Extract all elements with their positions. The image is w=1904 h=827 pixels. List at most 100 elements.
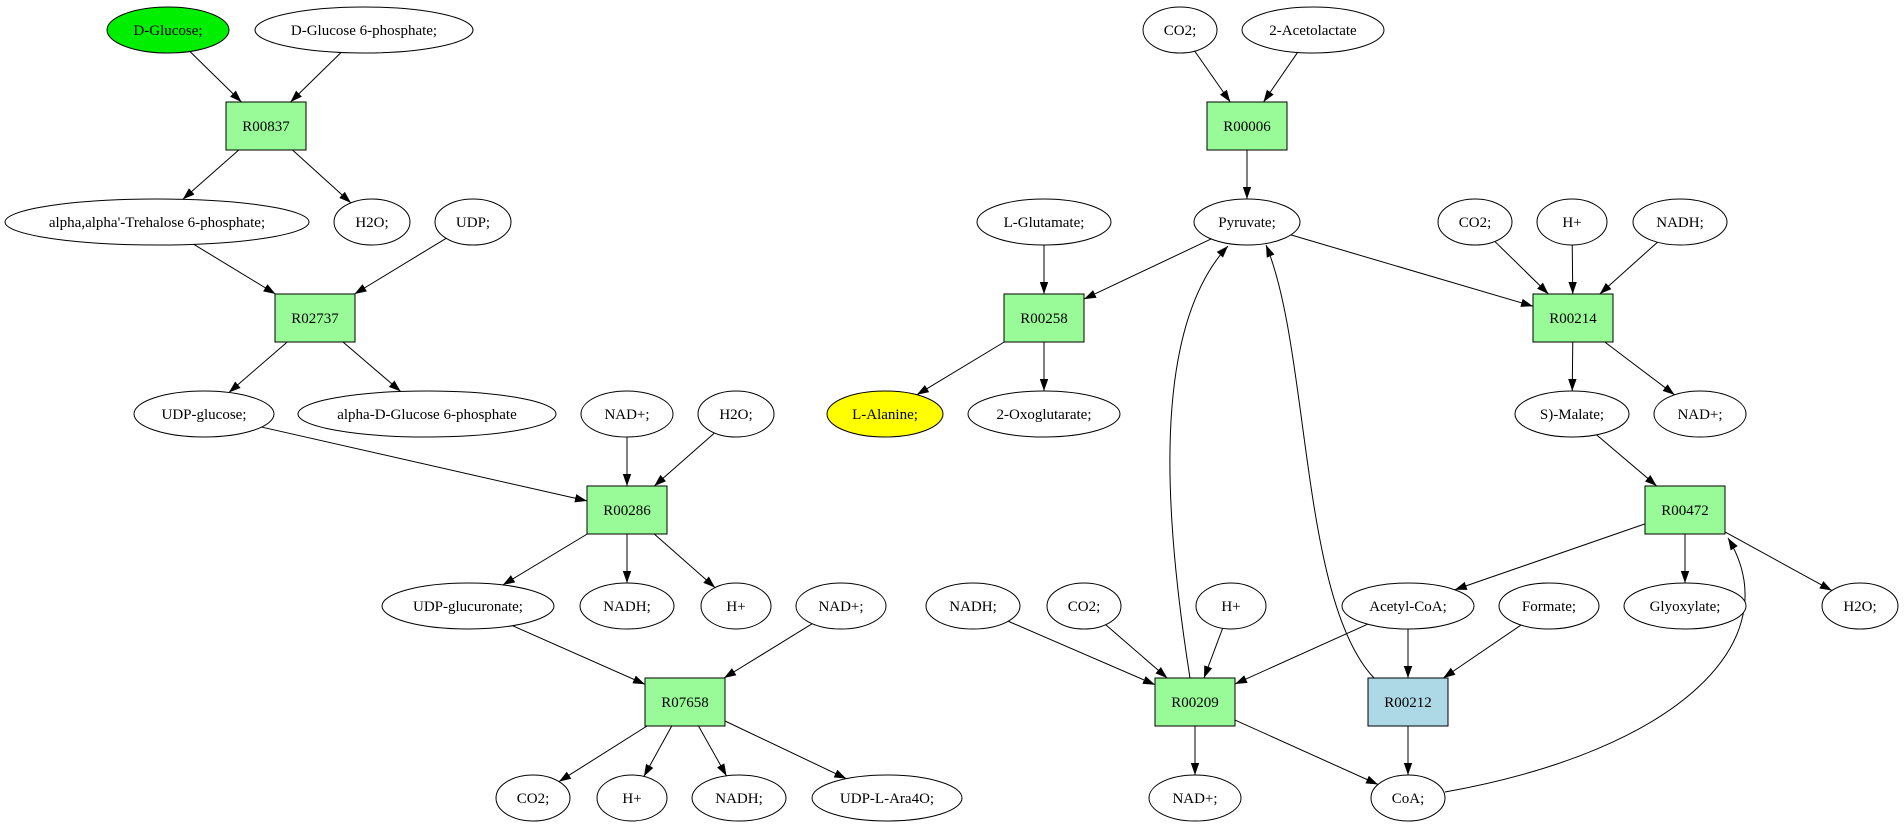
metabolite-node-h2o_a[interactable]: H2O;: [333, 198, 411, 246]
node-label: R02737: [291, 311, 339, 327]
metabolite-node-h2o_b[interactable]: H2O;: [697, 390, 775, 438]
edge-co2_d-to-R00209: [1105, 624, 1168, 679]
node-label: L-Glutamate;: [1004, 215, 1085, 231]
edge-R00286-to-udpgcu: [502, 533, 588, 586]
node-label: D-Glucose 6-phosphate;: [291, 23, 437, 39]
node-label: Pyruvate;: [1218, 215, 1276, 231]
node-label: H2O;: [355, 215, 388, 231]
edge-treh-to-R02737: [193, 243, 276, 295]
metabolite-node-accoa[interactable]: Acetyl-CoA;: [1341, 582, 1475, 630]
metabolite-node-adg6p[interactable]: alpha-D-Glucose 6-phosphate: [297, 390, 557, 438]
metabolite-ellipse: [1046, 582, 1122, 630]
metabolite-ellipse: [691, 774, 787, 822]
metabolite-node-smal[interactable]: S)-Malate;: [1514, 390, 1630, 438]
metabolite-node-udpglc[interactable]: UDP-glucose;: [133, 390, 275, 438]
reaction-node-R00006[interactable]: R00006: [1206, 101, 1288, 151]
reaction-node-R00214[interactable]: R00214: [1532, 293, 1614, 343]
reaction-node-R02737[interactable]: R02737: [274, 293, 356, 343]
edge-udpglc-to-R00286: [261, 426, 588, 503]
metabolite-node-hp_d[interactable]: H+: [1195, 582, 1267, 630]
reaction-node-R07658[interactable]: R07658: [644, 677, 726, 727]
edge-R07658-to-co2_a: [558, 725, 648, 783]
edge-pyr-to-R00258: [1083, 238, 1212, 300]
edge-R00472-to-accoa: [1454, 523, 1646, 591]
edge-accoa-to-R00209: [1234, 623, 1368, 685]
metabolite-ellipse: [976, 198, 1112, 246]
reaction-node-R00286[interactable]: R00286: [586, 485, 668, 535]
node-label: H+: [622, 791, 641, 807]
metabolite-ellipse: [381, 582, 555, 630]
edge-smal-to-R00472: [1596, 434, 1658, 487]
node-label: CoA;: [1392, 791, 1425, 807]
edge-R02737-to-adg6p: [342, 341, 402, 392]
metabolite-node-nadh_a[interactable]: NADH;: [579, 582, 675, 630]
reaction-box: [225, 101, 307, 151]
metabolite-node-dglc[interactable]: D-Glucose;: [106, 6, 230, 54]
metabolite-node-hp_b[interactable]: H+: [596, 774, 668, 822]
node-label: R00258: [1020, 311, 1068, 327]
node-label: R00214: [1549, 311, 1597, 327]
metabolite-node-oxoglu[interactable]: 2-Oxoglutarate;: [967, 390, 1121, 438]
metabolite-node-udp[interactable]: UDP;: [434, 198, 512, 246]
edge-hp_d-to-R00209: [1203, 628, 1224, 679]
reaction-node-R00209[interactable]: R00209: [1154, 677, 1236, 727]
metabolite-ellipse: [826, 390, 944, 438]
reaction-box: [1003, 293, 1085, 343]
reaction-node-R00258[interactable]: R00258: [1003, 293, 1085, 343]
metabolite-node-treh[interactable]: alpha,alpha'-Trehalose 6-phosphate;: [4, 198, 310, 246]
metabolite-ellipse: [795, 582, 887, 630]
node-label: NADH;: [1656, 215, 1704, 231]
node-label: S)-Malate;: [1540, 407, 1604, 423]
metabolite-node-co2_b[interactable]: CO2;: [1142, 6, 1218, 54]
node-label: R07658: [661, 695, 709, 711]
metabolite-node-nadp_d[interactable]: NAD+;: [1148, 774, 1242, 822]
edge-nadh_c-to-R00214: [1599, 241, 1658, 295]
node-label: CO2;: [1164, 23, 1197, 39]
edge-R07658-to-nadh_b: [698, 725, 727, 777]
metabolite-node-udpara[interactable]: UDP-L-Ara4O;: [811, 774, 963, 822]
metabolite-ellipse: [297, 390, 557, 438]
metabolite-node-nadp_a[interactable]: NAD+;: [580, 390, 674, 438]
edge-R00209-to-pyr: [1169, 245, 1229, 679]
metabolite-node-pyr[interactable]: Pyruvate;: [1193, 198, 1301, 246]
metabolite-node-co2_d[interactable]: CO2;: [1046, 582, 1122, 630]
metabolite-node-co2_c[interactable]: CO2;: [1437, 198, 1513, 246]
metabolite-node-lglu[interactable]: L-Glutamate;: [976, 198, 1112, 246]
edge-dg6p-to-R00837: [290, 52, 342, 103]
metabolite-node-nadp_c[interactable]: NAD+;: [1653, 390, 1747, 438]
metabolite-node-glyox[interactable]: Glyoxylate;: [1623, 582, 1747, 630]
node-label: UDP;: [456, 215, 490, 231]
metabolite-node-hp_c[interactable]: H+: [1536, 198, 1608, 246]
reaction-node-R00472[interactable]: R00472: [1644, 485, 1726, 535]
metabolite-node-nadh_d[interactable]: NADH;: [925, 582, 1021, 630]
node-label: NADH;: [715, 791, 763, 807]
metabolite-node-udpgcu[interactable]: UDP-glucuronate;: [381, 582, 555, 630]
metabolite-node-co2_a[interactable]: CO2;: [495, 774, 571, 822]
metabolite-node-nadh_c[interactable]: NADH;: [1632, 198, 1728, 246]
reaction-node-R00837[interactable]: R00837: [225, 101, 307, 151]
metabolite-node-nadp_b[interactable]: NAD+;: [795, 582, 887, 630]
metabolite-node-acetolac[interactable]: 2-Acetolactate: [1241, 6, 1385, 54]
metabolite-ellipse: [1821, 582, 1899, 630]
metabolite-node-hp_a[interactable]: H+: [700, 582, 772, 630]
edge-R00212-to-pyr: [1265, 244, 1375, 679]
edges-layer: [182, 50, 1833, 793]
metabolite-ellipse: [811, 774, 963, 822]
metabolite-ellipse: [1623, 582, 1747, 630]
metabolite-node-coa[interactable]: CoA;: [1370, 774, 1446, 822]
metabolite-node-nadh_b[interactable]: NADH;: [691, 774, 787, 822]
edge-coa-to-R00472: [1444, 537, 1746, 793]
metabolite-node-formate[interactable]: Formate;: [1498, 582, 1600, 630]
metabolite-node-dg6p[interactable]: D-Glucose 6-phosphate;: [254, 6, 474, 54]
node-label: R00212: [1384, 695, 1432, 711]
edge-R07658-to-hp_b: [643, 725, 673, 777]
reaction-box: [1367, 677, 1449, 727]
metabolite-node-h2o_c[interactable]: H2O;: [1821, 582, 1899, 630]
node-label: R00006: [1223, 119, 1271, 135]
metabolite-ellipse: [133, 390, 275, 438]
metabolite-node-lala[interactable]: L-Alanine;: [826, 390, 944, 438]
reaction-node-R00212[interactable]: R00212: [1367, 677, 1449, 727]
node-label: CO2;: [517, 791, 550, 807]
edge-R02737-to-udpglc: [228, 341, 288, 393]
